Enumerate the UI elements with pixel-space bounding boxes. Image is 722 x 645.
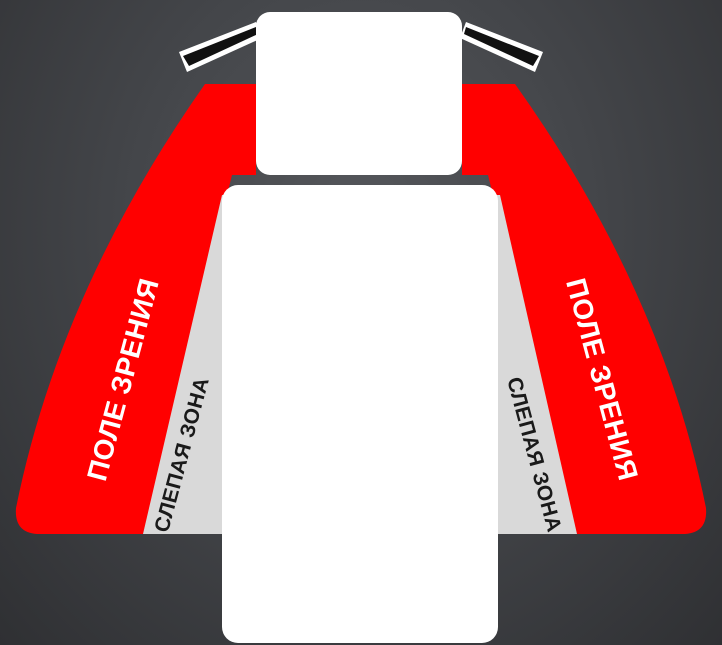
mirror-left [179, 22, 262, 72]
vehicle-cab [256, 12, 462, 175]
vehicle-body [222, 185, 498, 643]
mirror-right [460, 22, 543, 72]
